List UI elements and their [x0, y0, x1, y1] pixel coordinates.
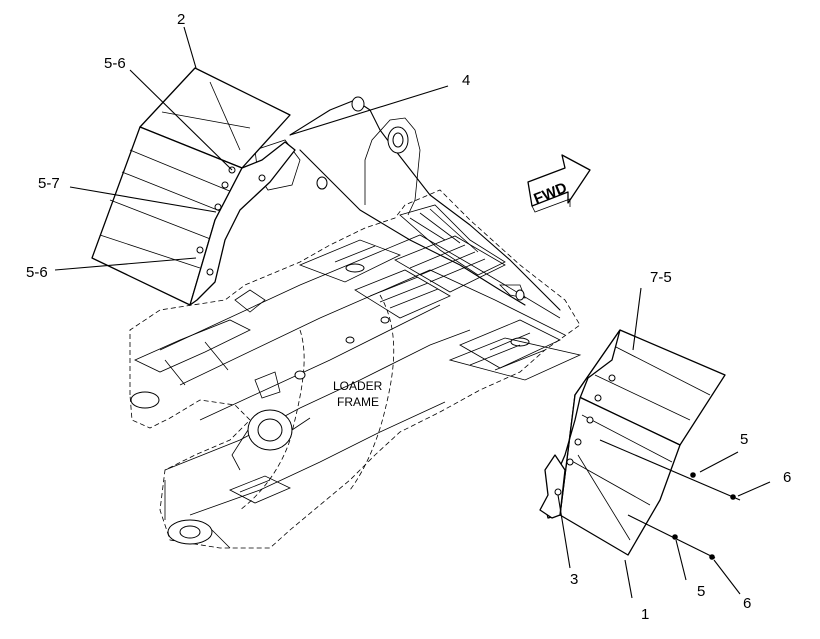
callout-5-7: 5-7 [38, 175, 60, 192]
leader-5-7 [69, 186, 217, 213]
loader-frame-label-line1: LOADER [333, 379, 383, 393]
callout-1: 1 [641, 606, 649, 623]
leader-5-upper [699, 451, 739, 473]
callout-7-5: 7-5 [650, 269, 672, 286]
leader-4 [289, 85, 449, 136]
forward-arrow: FWD [527, 154, 591, 213]
left-fender-guard [91, 67, 296, 306]
callout-5-6-bottom: 5-6 [26, 264, 48, 281]
callout-4: 4 [462, 72, 470, 89]
leader-6-upper [737, 481, 771, 497]
callout-5-upper: 5 [740, 431, 748, 448]
callout-labels: 2 5-6 4 5-7 5-6 7-5 5 6 3 1 5 6 [26, 11, 791, 623]
leader-3 [557, 494, 571, 569]
leader-1 [624, 559, 633, 599]
callout-6-lower: 6 [743, 595, 751, 612]
callout-5-6-top: 5-6 [104, 55, 126, 72]
callout-6-upper: 6 [783, 469, 791, 486]
leader-6-lower [713, 559, 741, 595]
leader-7-5 [632, 287, 642, 351]
leader-5-6-top [129, 69, 233, 171]
washer-upper [690, 472, 696, 478]
loader-frame [129, 96, 582, 549]
leader-5-6-bottom [54, 257, 197, 271]
leader-2 [183, 26, 197, 69]
right-guard-fasteners [599, 439, 741, 560]
leader-lines [54, 26, 771, 599]
loader-frame-label-line2: FRAME [337, 395, 379, 409]
callout-5-lower: 5 [697, 583, 705, 600]
callout-3: 3 [570, 571, 578, 588]
callout-2: 2 [177, 11, 185, 28]
leader-5-lower [675, 539, 687, 581]
right-fender-guard [539, 329, 726, 556]
